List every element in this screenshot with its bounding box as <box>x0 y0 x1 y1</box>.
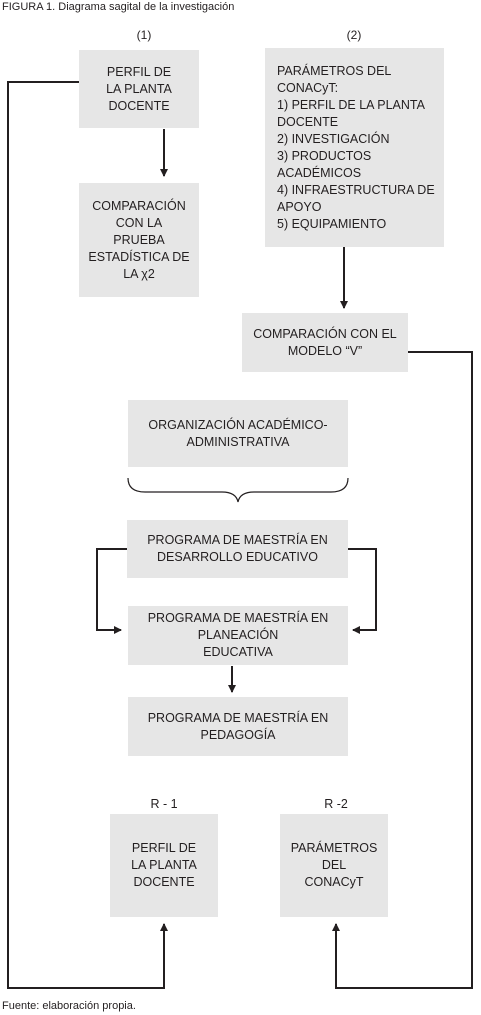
column-label-2: (2) <box>346 28 362 42</box>
box-comparacion-modelo-v: COMPARACIÓN CON EL MODELO “V” <box>242 313 408 372</box>
box-maestria-planeacion-educativa: PROGRAMA DE MAESTRÍA EN PLANEACIÓN EDUCATI… <box>128 606 348 665</box>
box-text-line: 3) PRODUCTOS <box>277 148 372 163</box>
box-text-line: DEL <box>321 858 347 872</box>
box-text-line: 4) INFRAESTRUCTURA DE <box>277 182 435 197</box>
box-text-line: MODELO “V” <box>287 343 363 358</box>
figure-label: FIGURA 1. <box>2 1 56 13</box>
curly-brace <box>127 477 349 503</box>
box-text-line: PRUEBA <box>113 232 165 247</box>
box-text-line: PERFIL DE <box>106 64 172 79</box>
box-text-line: 1) PERFIL DE LA PLANTA <box>277 97 425 112</box>
box-text-line: PEDAGOGÍA <box>200 727 276 742</box>
box-text-line: COMPARACIÓN <box>92 198 186 213</box>
box-text-line: DOCENTE <box>108 98 170 113</box>
box-parametros-conacyt: PARÁMETROS DEL CONACyT: 1) PERFIL DE LA PL… <box>265 48 444 247</box>
box-organizacion-academico-administrativa: ORGANIZACIÓN ACADÉMICO- ADMINISTRATIVA <box>128 400 348 467</box>
box-text-line: CONACyT: <box>277 80 339 95</box>
box-text-line: DOCENTE <box>133 875 195 889</box>
box-maestria-pedagogia: PROGRAMA DE MAESTRÍA EN PEDAGOGÍA <box>128 697 348 756</box>
box-text-line: 5) EQUIPAMIENTO <box>277 216 387 231</box>
figure-source: Fuente: elaboración propia. <box>2 1000 136 1012</box>
box-r2-parametros-conacyt: PARÁMETROS DEL CONACyT <box>280 814 388 917</box>
box-text-line: EDUCATIVA <box>203 645 273 659</box>
box-text-line: LA χ2 <box>123 266 155 281</box>
box-text-line: PROGRAMA DE MAESTRÍA EN <box>147 710 329 725</box>
box-text-line: DESARROLLO EDUCATIVO <box>157 550 318 564</box>
box-text-line: LA PLANTA <box>106 81 172 96</box>
box-comparacion-chi-cuadrada: COMPARACIÓN CON LA PRUEBA ESTADÍSTICA DE LA … <box>79 183 199 297</box>
box-text-line: ADMINISTRATIVA <box>186 434 290 449</box>
box-text-line: PERFIL DE <box>131 841 197 855</box>
box-text-line: ORGANIZACIÓN ACADÉMICO- <box>148 417 328 432</box>
figure-caption: FIGURA 1. Diagrama sagital de la investi… <box>2 1 234 14</box>
box-text-line: PARÁMETROS DEL <box>277 63 392 78</box>
box-text-line: PROGRAMA DE MAESTRÍA EN <box>147 611 329 625</box>
box-text-line: CONACyT <box>304 875 364 889</box>
column-label-1: (1) <box>136 28 152 42</box>
box-text-line: LA PLANTA <box>131 858 197 872</box>
box-text-line: APOYO <box>277 199 322 214</box>
box-text-line: PLANEACIÓN <box>197 628 279 642</box>
figure-title: Diagrama sagital de la investigación <box>58 1 235 13</box>
box-text-line: CON LA <box>115 215 163 230</box>
box-text-line: COMPARACIÓN CON EL <box>253 326 397 341</box>
box-text-line: DOCENTE <box>277 114 339 129</box>
result-label-r1: R - 1 <box>150 797 178 811</box>
box-text-line: PROGRAMA DE MAESTRÍA EN <box>147 533 328 547</box>
box-text-line: ACADÉMICOS <box>277 165 362 180</box>
result-label-r2: R -2 <box>324 797 348 811</box>
box-maestria-desarrollo-educativo: PROGRAMA DE MAESTRÍA EN DESARROLLO EDUCAT… <box>127 520 348 578</box>
arrow-desarrollo-to-planeacion-right <box>348 548 377 634</box>
box-text-line: ESTADÍSTICA DE <box>88 249 190 264</box>
box-text-line: PARÁMETROS <box>290 841 378 855</box>
arrow-desarrollo-to-planeacion-left <box>96 548 127 634</box>
box-perfil-planta-docente: PERFIL DE LA PLANTA DOCENTE <box>79 50 199 128</box>
box-r1-perfil-planta-docente: PERFIL DE LA PLANTA DOCENTE <box>110 814 218 917</box>
box-text-line: 2) INVESTIGACIÓN <box>277 131 390 146</box>
